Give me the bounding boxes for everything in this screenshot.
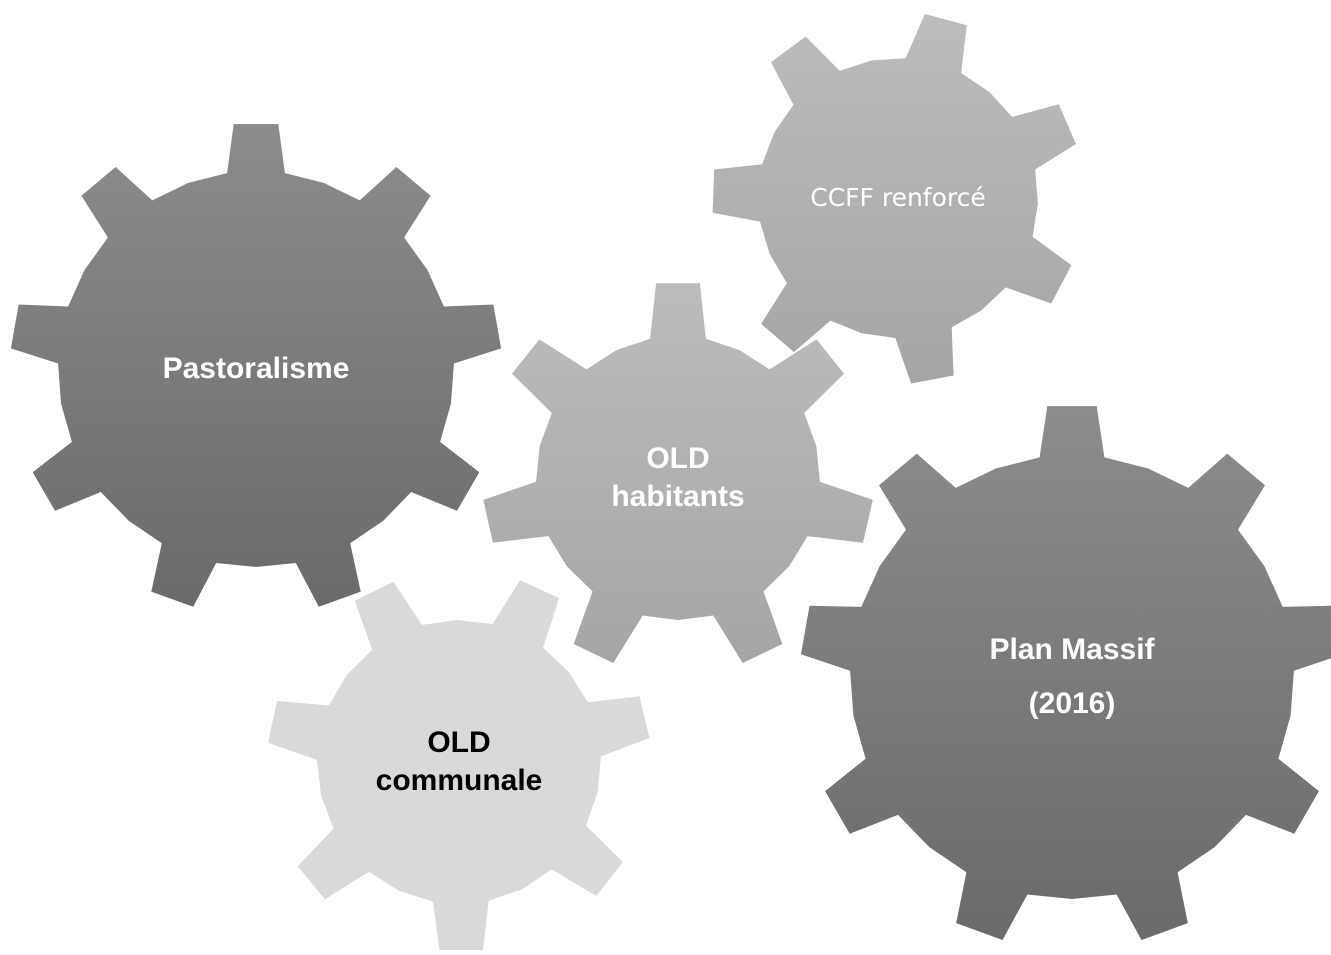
gear-old-communale (268, 580, 650, 953)
label-old-habitants-line-1: OLD (646, 442, 710, 475)
label-old-habitants-line-2: habitants (611, 480, 745, 513)
label-ccff-line-1: CCFF renforcé (810, 183, 986, 212)
label-old-communale-line-1: OLD (427, 726, 491, 759)
label-pastoralisme: Pastoralisme (163, 350, 350, 388)
gear-ccff-renforce (712, 14, 1076, 384)
label-plan-massif-line-1: Plan Massif (989, 633, 1155, 666)
label-old-communale-line-2: communale (375, 764, 543, 797)
gear-old-habitants (483, 283, 873, 663)
gear-plan-massif (801, 406, 1331, 940)
label-pastoralisme-line-1: Pastoralisme (162, 352, 350, 385)
label-ccff-renforce: CCFF renforcé (810, 179, 986, 217)
label-old-communale: OLD communale (376, 724, 543, 800)
label-old-habitants: OLD habitants (611, 440, 744, 516)
label-plan-massif-line-2: (2016) (1028, 687, 1116, 720)
label-plan-massif: Plan Massif (2016) (989, 623, 1154, 731)
gear-pastoralisme (10, 124, 502, 607)
